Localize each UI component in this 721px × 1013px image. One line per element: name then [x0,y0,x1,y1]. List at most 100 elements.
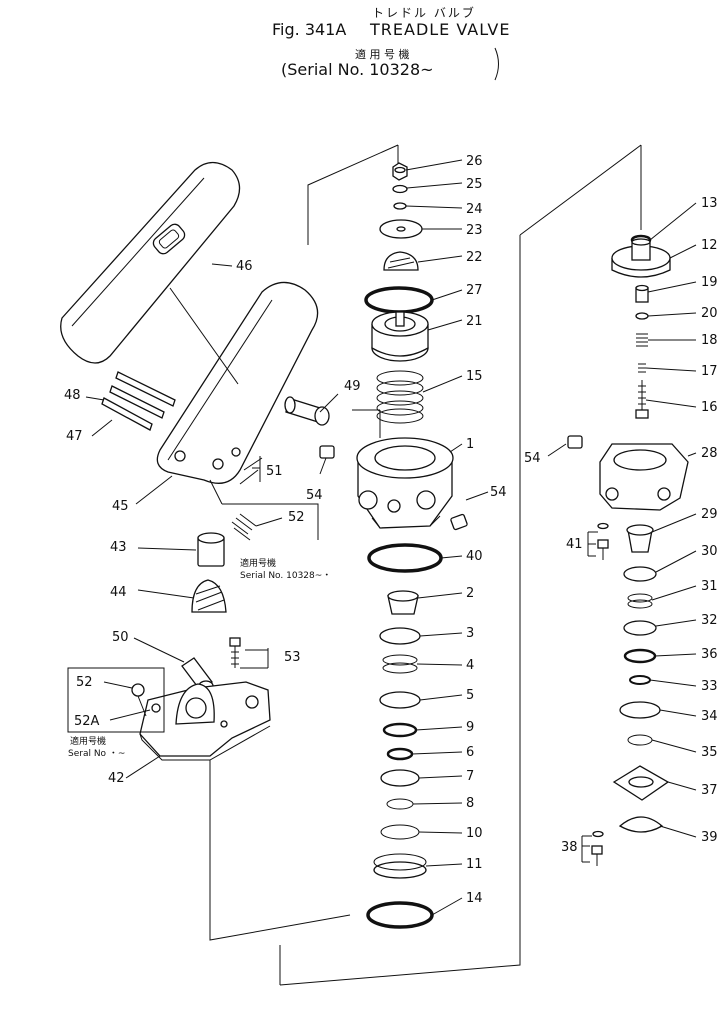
callout-20: 20 [701,306,718,321]
applicable-serial-japanese: 適 用 号 機 [355,48,410,61]
callout-10: 10 [466,826,483,841]
part-24-washer [393,202,407,210]
title-japanese: トレドル バルブ [372,6,476,20]
callout-32: 32 [701,613,718,628]
part-34-disc [619,701,661,719]
callout-3: 3 [466,626,474,641]
part-33-o-ring [629,675,651,685]
part-54-plug-center-left [319,445,335,459]
callout-45: 45 [112,499,129,514]
part-18-spring [636,333,648,347]
callout-48: 48 [64,388,81,403]
part-43-cap [197,532,225,567]
part-11-ring [373,853,427,879]
assembly-line-49 [352,409,381,438]
callout-52-alt: 52 [76,675,93,690]
part-19-plunger [635,284,649,303]
part-8-snap-ring [386,798,414,810]
callout-13: 13 [701,196,718,211]
callout-1: 1 [466,437,474,452]
part-22-seat [383,251,419,271]
callout-46: 46 [236,259,253,274]
callout-14: 14 [466,891,483,906]
callout-9: 9 [466,720,474,735]
part-27-o-ring [364,286,434,314]
part-37-cover [612,765,670,801]
part-2-sleeve [387,590,419,615]
callout-17: 17 [701,364,718,379]
part-12-piston [611,238,671,278]
part-9-o-ring [382,722,418,738]
part-52-bolt-alt [131,683,161,717]
part-6-o-ring [386,747,414,761]
figure-title: TREADLE VALVE [370,20,511,39]
callout-52: 52 [288,510,305,525]
part-20-washer [635,312,649,320]
callout-34: 34 [701,709,718,724]
part-4-spring [382,654,418,674]
callout-8: 8 [466,796,474,811]
callout-27: 27 [466,283,483,298]
pedal-lower-lever [156,281,319,484]
callout-4: 4 [466,658,474,673]
callout-6: 6 [466,745,474,760]
callout-44: 44 [110,585,127,600]
part-21-retainer [371,311,429,362]
part-25-washer [392,184,408,194]
part-30-seal [623,566,657,582]
callout-15: 15 [466,369,483,384]
part-14-o-ring [366,901,434,929]
assembly-line-right [279,144,642,986]
part-36-o-ring [623,648,657,664]
part-7-ring [380,769,420,787]
part-23-plate [379,219,423,239]
callout-35: 35 [701,745,718,760]
serial-note-1: Serial No. 10328~・ [240,571,331,581]
part-44-boot [191,579,227,613]
callout-36: 36 [701,647,718,662]
callout-54-center-left: 54 [306,488,323,503]
callout-21: 21 [466,314,483,329]
callout-16: 16 [701,400,718,415]
callout-54-right: 54 [524,451,541,466]
header-bracket-right [494,47,499,81]
callout-31: 31 [701,579,718,594]
part-28-housing [599,443,689,511]
leader-lines [85,159,697,916]
callout-24: 24 [466,202,483,217]
callout-29: 29 [701,507,718,522]
pedal-pins [101,371,176,431]
serial-note-2: Seral No ・~ [68,749,125,759]
part-54-plug-center-right [450,513,468,531]
callout-52a: 52A [74,714,100,729]
serial-range: (Serial No. 10328~ [281,60,434,79]
part-42-bracket [139,681,271,761]
serial-note-1-box [209,479,319,540]
callout-23: 23 [466,223,483,238]
part-41-bolt-washer [597,522,609,560]
callout-5: 5 [466,688,474,703]
callout-19: 19 [701,275,718,290]
callout-54-center-right: 54 [490,485,507,500]
serial-note-2-box [67,667,165,733]
part-31-spring [627,593,653,609]
callout-25: 25 [466,177,483,192]
callout-51: 51 [266,464,283,479]
callout-33: 33 [701,679,718,694]
part-15-spring [376,370,424,424]
serial-note-1-jp: 適用号機 [240,557,276,569]
callout-37: 37 [701,783,718,798]
part-35-snap-ring [627,734,653,746]
serial-note-2-jp: 適用号機 [70,735,106,747]
part-54-plug-right [567,435,583,449]
part-16-stem [635,380,649,419]
callout-47: 47 [66,429,83,444]
part-51-clip [239,457,263,485]
part-52-spring [231,513,257,541]
callout-2: 2 [466,586,474,601]
part-32-plate [623,620,657,636]
callout-39: 39 [701,830,718,845]
callout-26: 26 [466,154,483,169]
figure-number: Fig. 341A [272,20,347,39]
